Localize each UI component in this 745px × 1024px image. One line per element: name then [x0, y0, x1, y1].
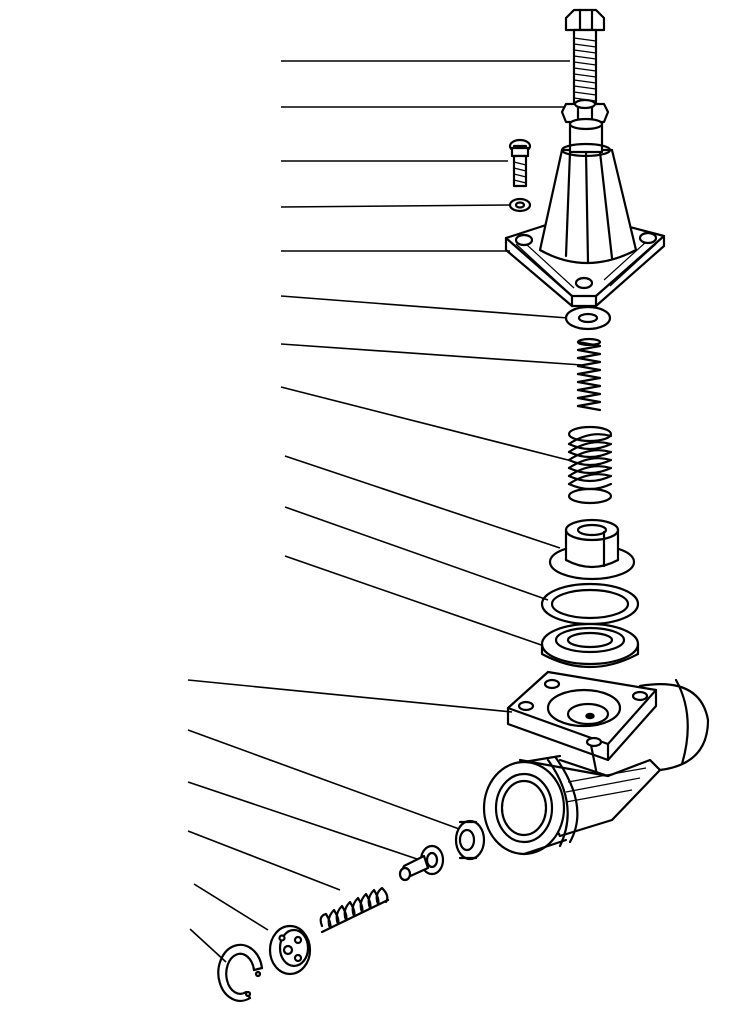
- leader-line-circlip: [189, 928, 227, 963]
- leader-line-spring-seat: [284, 455, 561, 549]
- leader-lines: [187, 60, 583, 963]
- leader-line-gasket-ring: [284, 506, 549, 601]
- spring-washer: [508, 197, 532, 213]
- spring-seat: [548, 518, 636, 581]
- leader-line-diaphragm: [284, 555, 551, 649]
- washer: [564, 305, 612, 331]
- leader-line-spring-washer: [280, 204, 511, 208]
- leader-line-washer: [280, 295, 569, 319]
- leader-line-outer-spring: [280, 386, 569, 461]
- leader-line-valve-plunger: [187, 781, 421, 861]
- circlip: [217, 943, 264, 1002]
- gasket-ring: [540, 582, 640, 626]
- leader-line-valve-seat-ring: [187, 729, 463, 831]
- diaphragm: [540, 622, 640, 668]
- leader-line-inner-spring: [280, 343, 583, 366]
- valve-plunger: [398, 844, 445, 882]
- valve-seat-ring: [454, 819, 486, 861]
- valve-spring: [319, 886, 390, 934]
- valve-body: [482, 670, 710, 856]
- spring-retainer: [268, 924, 312, 976]
- leader-line-spring-retainer: [193, 883, 269, 931]
- leader-line-valve-spring: [187, 830, 341, 891]
- cover-screw: [508, 138, 532, 188]
- inner-spring: [576, 337, 602, 412]
- outer-spring: [567, 425, 613, 505]
- leader-line-valve-body: [187, 679, 513, 713]
- adjusting-screw: [564, 8, 606, 108]
- cover: [504, 117, 666, 308]
